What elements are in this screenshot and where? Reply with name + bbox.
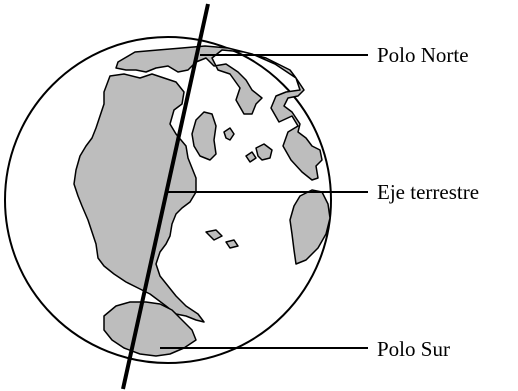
south-pole-label: Polo Sur [377, 339, 450, 360]
north-pole-label: Polo Norte [377, 45, 469, 66]
earth-axis-label: Eje terrestre [377, 182, 479, 203]
